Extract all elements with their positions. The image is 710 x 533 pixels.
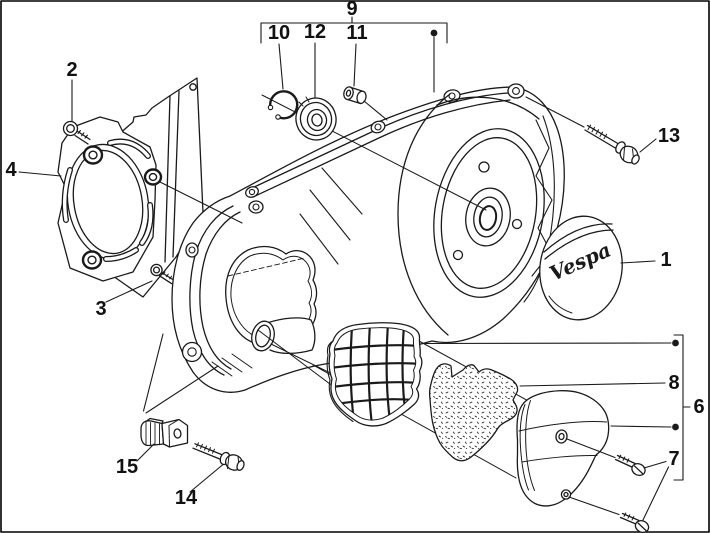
callout-11: 11 [346,22,368,44]
intake-grid-frame [326,322,423,427]
leader-lines [18,16,691,521]
callout-6: 6 [693,396,705,418]
intake-axis-lines [257,329,544,479]
sponge-filter [428,363,519,462]
intake-cover-screw-b [619,512,650,533]
inner-gasket-plate [57,116,163,282]
bearing [295,96,337,141]
callout-14: 14 [174,487,198,509]
callout-1: 1 [660,249,672,271]
callout-9: 9 [346,0,358,20]
intake-cover-screw-a [614,454,646,476]
intake-cover-shell [516,390,610,507]
circlip [267,90,299,120]
crankcase-cover [171,83,565,393]
spacer-bushing [343,86,367,105]
callout-13: 13 [657,125,681,147]
plate-screw-2 [62,120,91,145]
clamp-bracket [140,417,189,448]
callout-12: 12 [303,21,327,43]
flanged-hex-bolt-13 [584,124,640,165]
callout-10: 10 [267,22,291,44]
round-emblem-cover: Vespa [539,215,623,321]
callout-4: 4 [5,159,17,181]
callout-2: 2 [66,59,78,81]
callout-7: 7 [668,448,680,470]
cover-screw-3 [150,263,175,285]
hex-bolt-14 [192,442,245,471]
callout-8: 8 [668,372,680,394]
callout-15: 15 [115,456,139,478]
callout-3: 3 [95,298,107,320]
